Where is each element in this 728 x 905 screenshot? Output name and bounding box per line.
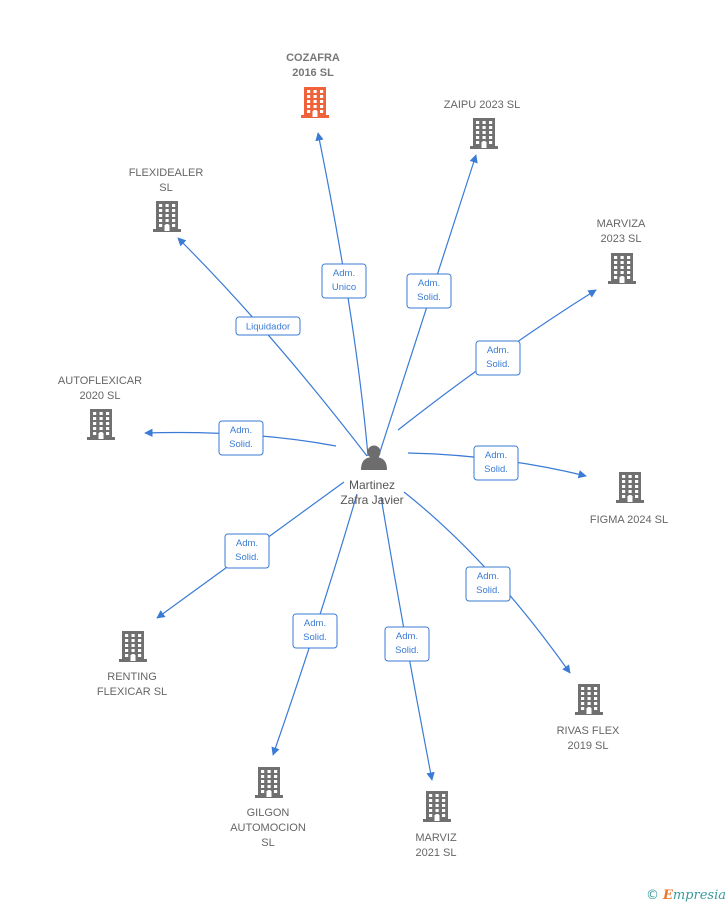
role-text: Solid.: [486, 359, 510, 370]
company-node-cozafra[interactable]: COZAFRA 2016 SL: [286, 52, 340, 118]
brand-footer[interactable]: ©Empresia: [646, 888, 726, 903]
role-text: Adm.: [396, 631, 418, 642]
edge-cozafra: Adm. Unico: [315, 132, 369, 457]
company-name-line: 2016 SL: [292, 67, 334, 79]
edge-marviza: Adm. Solid.: [397, 289, 597, 431]
role-badge-renting[interactable]: Adm. Solid.: [224, 533, 270, 569]
company-node-figma[interactable]: FIGMA 2024 SL: [590, 472, 668, 526]
role-text: Solid.: [417, 292, 441, 303]
person-node[interactable]: Martinez Zafra Javier: [340, 445, 404, 508]
edge-autoflexicar: Adm. Solid.: [144, 420, 337, 456]
company-node-marviza[interactable]: MARVIZA 2023 SL: [597, 218, 646, 284]
building-icon: [87, 409, 115, 440]
building-icon: [470, 118, 498, 149]
role-badge-autoflexicar[interactable]: Adm. Solid.: [218, 420, 264, 456]
role-text: Adm.: [230, 425, 252, 436]
copyright-icon: ©: [645, 888, 659, 903]
company-name-line: RIVAS FLEX: [557, 725, 620, 737]
role-text: Solid.: [303, 632, 327, 643]
role-text: Adm.: [477, 571, 499, 582]
company-name-line: 2020 SL: [80, 390, 121, 402]
building-icon: [255, 767, 283, 798]
role-text: Adm.: [418, 278, 440, 289]
role-text: Solid.: [229, 439, 253, 450]
role-text: Liquidador: [246, 322, 290, 333]
role-text: Solid.: [395, 645, 419, 656]
role-text: Solid.: [476, 585, 500, 596]
company-name-line: 2023 SL: [601, 233, 642, 245]
role-badge-figma[interactable]: Adm. Solid.: [473, 445, 519, 481]
brand-initial: E: [662, 888, 673, 903]
role-badge-marviz[interactable]: Adm. Solid.: [384, 626, 430, 662]
edge-rivas: Adm. Solid.: [403, 491, 571, 674]
company-name-line: RENTING: [107, 671, 157, 683]
company-name-line: 2021 SL: [416, 847, 457, 859]
role-text: Solid.: [235, 552, 259, 563]
role-text: Adm.: [304, 618, 326, 629]
company-name-line: GILGON: [247, 807, 290, 819]
company-name-line: MARVIZ: [415, 832, 457, 844]
company-name-line: ZAIPU 2023 SL: [444, 99, 520, 111]
role-text: Unico: [332, 282, 356, 293]
role-badge-zaipu[interactable]: Adm. Solid.: [406, 273, 452, 309]
edge-flexidealer: Liquidador: [177, 237, 368, 457]
company-name-line: COZAFRA: [286, 52, 340, 64]
person-icon: [361, 445, 387, 470]
company-node-flexidealer[interactable]: FLEXIDEALER SL: [129, 167, 204, 232]
role-badge-marviza[interactable]: Adm. Solid.: [475, 340, 521, 376]
building-icon: [423, 791, 451, 822]
edge-line: [377, 154, 478, 459]
company-node-gilgon[interactable]: GILGON AUTOMOCION SL: [230, 767, 306, 849]
company-node-marviz[interactable]: MARVIZ 2021 SL: [415, 791, 457, 859]
person-name-line-2: Zafra Javier: [340, 493, 403, 507]
role-badge-flexidealer[interactable]: Liquidador: [235, 316, 301, 336]
edge-line: [177, 237, 368, 457]
company-node-autoflexicar[interactable]: AUTOFLEXICAR 2020 SL: [58, 375, 142, 440]
building-icon: [608, 253, 636, 284]
building-icon: [301, 87, 329, 118]
role-badge-rivas[interactable]: Adm. Solid.: [465, 566, 511, 602]
company-name-line: SL: [159, 182, 172, 194]
company-node-renting[interactable]: RENTING FLEXICAR SL: [97, 631, 167, 698]
role-text: Adm.: [485, 450, 507, 461]
company-name-line: SL: [261, 837, 274, 849]
role-text: Adm.: [236, 538, 258, 549]
company-name-line: AUTOFLEXICAR: [58, 375, 142, 387]
company-name-line: MARVIZA: [597, 218, 646, 230]
company-node-rivas[interactable]: RIVAS FLEX 2019 SL: [557, 684, 620, 752]
building-icon: [153, 201, 181, 232]
company-name-line: FIGMA 2024 SL: [590, 514, 668, 526]
company-nodes: COZAFRA 2016 SL ZAIPU 2023 SL FLEXIDEALER SL…: [58, 52, 668, 859]
edge-gilgon: Adm. Solid.: [271, 493, 358, 756]
building-icon: [119, 631, 147, 662]
edge-figma: Adm. Solid.: [407, 445, 587, 481]
edge-marviz: Adm. Solid.: [380, 496, 435, 781]
edge-zaipu: Adm. Solid.: [377, 154, 478, 459]
company-name-line: AUTOMOCION: [230, 822, 306, 834]
edge-renting: Adm. Solid.: [156, 481, 345, 619]
building-icon: [616, 472, 644, 503]
company-name-line: 2019 SL: [568, 740, 609, 752]
company-name-line: FLEXIDEALER: [129, 167, 204, 179]
role-text: Solid.: [484, 464, 508, 475]
role-badge-gilgon[interactable]: Adm. Solid.: [292, 613, 338, 649]
role-text: Adm.: [487, 345, 509, 356]
edge-line: [315, 132, 369, 457]
company-node-zaipu[interactable]: ZAIPU 2023 SL: [444, 99, 520, 149]
role-badge-cozafra[interactable]: Adm. Unico: [321, 263, 367, 299]
brand-name: mpresia: [672, 888, 726, 903]
person-name-line-1: Martinez: [349, 478, 395, 492]
building-icon: [575, 684, 603, 715]
company-name-line: FLEXICAR SL: [97, 686, 167, 698]
role-text: Adm.: [333, 268, 355, 279]
